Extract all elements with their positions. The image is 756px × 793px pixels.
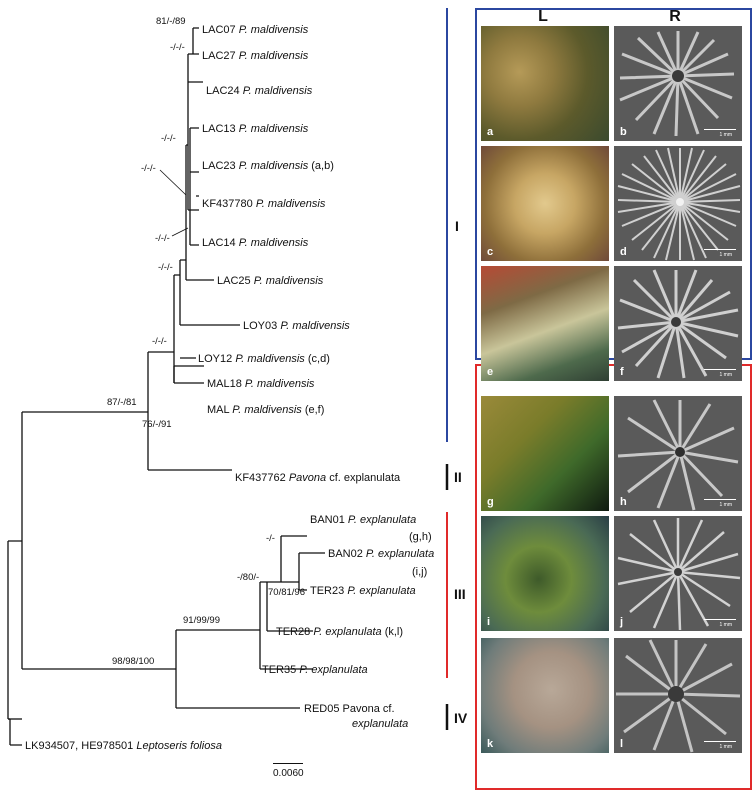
support-value: -/-/- <box>155 233 170 244</box>
tree-branches <box>7 27 325 746</box>
support-value: -/-/- <box>152 336 167 347</box>
tip-label: LAC13 P. maldivensis <box>202 123 309 135</box>
tip-label: LAC14 P. maldivensis <box>202 237 309 249</box>
tip-label: TER35 P. explanulata <box>262 664 368 676</box>
tip-label: TER28 P. explanulata (k,l) <box>276 626 403 638</box>
scale-bar <box>273 763 303 764</box>
support-value: 70/81/96 <box>268 587 305 598</box>
tip-label: LOY03 P. maldivensis <box>243 320 350 332</box>
support-value: 81/-/89 <box>156 16 186 27</box>
coral-photo: a <box>481 26 609 141</box>
phylogenetic-tree: LAC07 P. maldivensis LAC27 P. maldivensi… <box>7 8 468 752</box>
clade-label-ii: II <box>454 469 462 485</box>
clade-label-iv: IV <box>454 710 468 726</box>
column-header-right: R <box>669 8 681 25</box>
clade-label-i: I <box>455 218 459 234</box>
tip-label: LAC23 P. maldivensis (a,b) <box>202 160 334 172</box>
tip-label: LAC25 P. maldivensis <box>217 275 324 287</box>
coral-photo: c <box>481 146 609 261</box>
support-value: 91/99/99 <box>183 615 220 626</box>
annotation-leader <box>159 169 187 196</box>
panel-box-clade-iii <box>475 364 752 790</box>
support-value: 98/98/100 <box>112 656 154 667</box>
support-value: -/-/- <box>170 42 185 53</box>
scale-bar-label: 0.0060 <box>273 768 304 779</box>
tip-label: BAN02 P. explanulata <box>328 548 434 560</box>
support-value: -/-/- <box>158 262 173 273</box>
column-header-left: L <box>538 8 548 25</box>
tip-label: LAC24 P. maldivensis <box>206 85 313 97</box>
tip-label: (i,j) <box>412 566 427 578</box>
tip-label: RED05 Pavona cf. <box>304 703 395 715</box>
annotation-leader <box>171 227 189 237</box>
tip-label: LAC07 P. maldivensis <box>202 24 309 36</box>
support-value: 76/-/91 <box>142 419 172 430</box>
tip-label: MAL P. maldivensis (e,f) <box>207 404 324 416</box>
support-value: -/-/- <box>161 133 176 144</box>
support-value: -/80/- <box>237 572 259 583</box>
clade-label-iii: III <box>454 586 466 602</box>
tip-label: KF437762 Pavona cf. explanulata <box>235 472 401 484</box>
coral-photo: g <box>481 396 609 511</box>
panel-box-clade-i <box>475 8 752 360</box>
tip-label: LK934507, HE978501 Leptoseris foliosa <box>25 740 222 752</box>
support-value: 87/-/81 <box>107 397 137 408</box>
tip-label: LOY12 P. maldivensis (c,d) <box>198 353 330 365</box>
tip-label: KF437780 P. maldivensis <box>202 198 326 210</box>
tip-label: BAN01 P. explanulata <box>310 514 416 526</box>
support-value: -/- <box>266 533 275 544</box>
tip-label: (g,h) <box>409 531 432 543</box>
support-value: -/-/- <box>141 163 156 174</box>
tip-label: LAC27 P. maldivensis <box>202 50 309 62</box>
tip-label: TER23 P. explanulata <box>310 585 416 597</box>
coral-photo: k <box>481 638 609 753</box>
tip-label: MAL18 P. maldivensis <box>207 378 315 390</box>
coral-photo: e <box>481 266 609 381</box>
coral-photo: i <box>481 516 609 631</box>
tip-label: explanulata <box>352 718 408 730</box>
